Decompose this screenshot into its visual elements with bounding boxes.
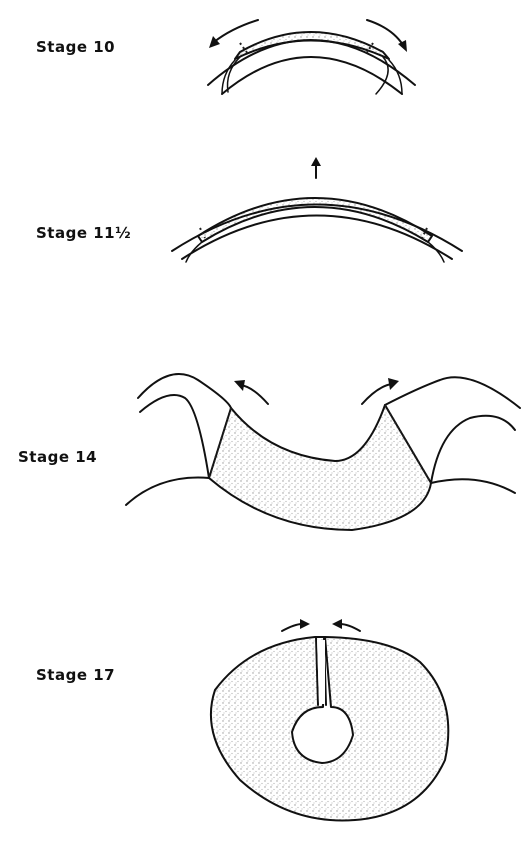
stage-14-neural-plate bbox=[209, 405, 431, 530]
stage-14-figure bbox=[126, 374, 520, 530]
stage-14-left-arrow-shaft bbox=[240, 385, 268, 404]
stage-14-right-outer-contour bbox=[385, 377, 520, 408]
stage-14-right-inner-contour bbox=[431, 416, 515, 483]
stage-14-lower-left-contour bbox=[126, 478, 209, 505]
stage-10-right-arrowhead bbox=[398, 40, 407, 52]
stage-14-left-arrowhead bbox=[234, 380, 245, 391]
stage-14-right-arrowhead bbox=[388, 378, 399, 390]
stage-11-5-figure bbox=[172, 157, 462, 262]
stage-17-left-arrowhead bbox=[300, 619, 310, 629]
stage-17-right-arrow-shaft bbox=[340, 624, 360, 631]
stage-10-right-arrow-shaft bbox=[367, 20, 403, 45]
stage-10-inner-layer bbox=[222, 57, 402, 94]
stage-10-neural-plate bbox=[235, 32, 389, 59]
stage-10-left-arrow-shaft bbox=[214, 20, 258, 42]
stage-10-figure bbox=[208, 20, 415, 94]
stage-17-right-arrowhead bbox=[332, 619, 342, 629]
stage-17-left-arrow-shaft bbox=[282, 624, 302, 631]
stage-10-lower-right-fold bbox=[376, 57, 388, 94]
stage-14-lower-right-contour bbox=[431, 479, 515, 493]
stage-17-figure bbox=[211, 619, 448, 821]
stage-11-5-outer-layer bbox=[172, 205, 462, 252]
stage-14-right-arrow-shaft bbox=[362, 384, 392, 404]
stage-11-5-up-arrowhead bbox=[311, 157, 321, 166]
stage-14-left-inner-contour bbox=[140, 395, 209, 478]
stage-10-outer-layer bbox=[208, 40, 415, 85]
stage-17-neural-tube-ring bbox=[211, 637, 448, 821]
